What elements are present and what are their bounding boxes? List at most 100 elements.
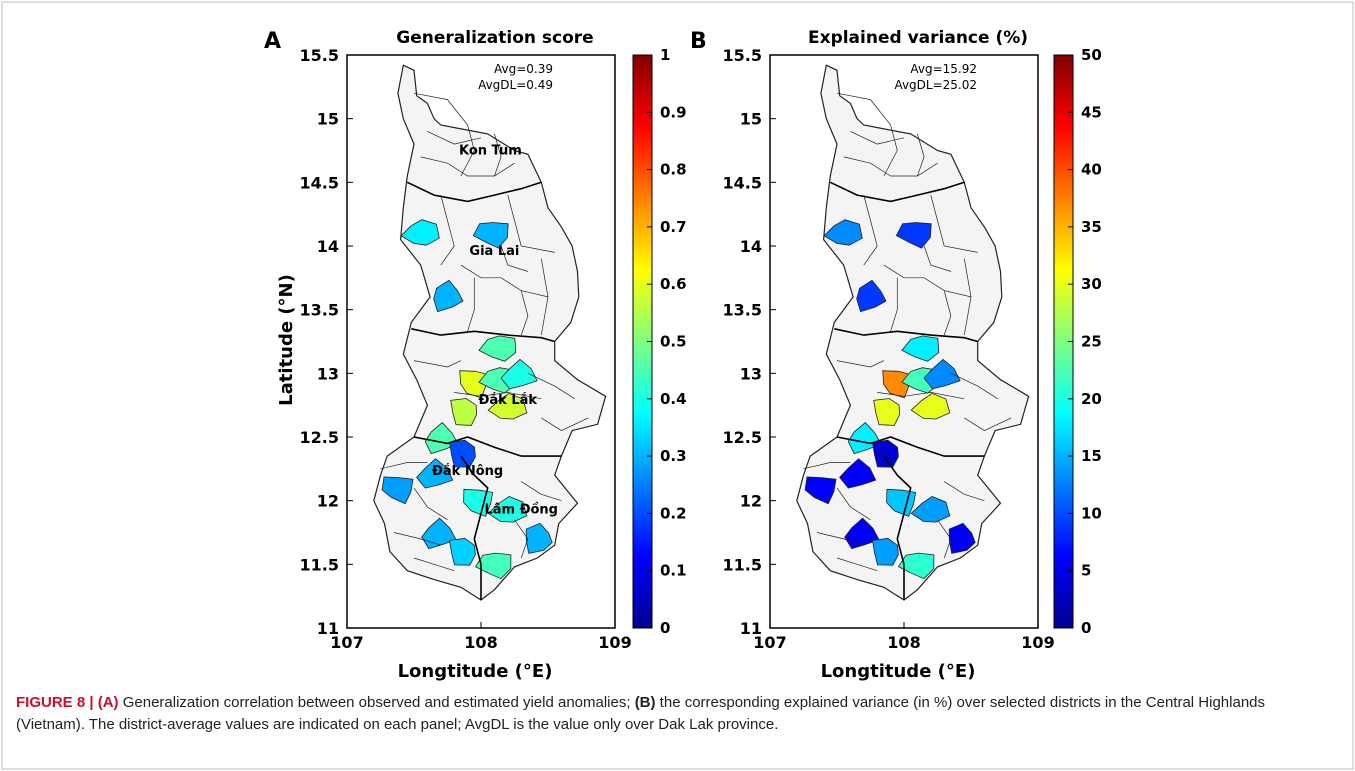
district-boundary — [540, 258, 549, 336]
district-region — [948, 522, 976, 554]
province-label: Đắk Lắk — [479, 393, 538, 408]
province-label: Đắk Nông — [432, 464, 503, 479]
province-boundary — [834, 328, 978, 343]
panel-a-avgdl: AvgDL=0.49 — [478, 78, 553, 92]
district-region — [823, 219, 863, 246]
figure-caption: FIGURE 8 | (A) Generalization correlatio… — [16, 692, 1336, 736]
y-tick-label: 13 — [740, 364, 762, 383]
district-region — [487, 496, 528, 523]
panel-b-map — [796, 64, 1030, 601]
colorbar-tick-label: 20 — [1081, 390, 1102, 408]
province-boundary — [836, 436, 985, 457]
district-region — [897, 552, 935, 580]
colorbar-tick-label: 25 — [1081, 333, 1102, 351]
district-boundary — [380, 462, 428, 470]
y-tick-label: 11 — [740, 619, 762, 638]
district-boundary — [454, 392, 542, 400]
district-region — [525, 522, 553, 554]
colorbar-tick-label: 30 — [1081, 275, 1102, 293]
colorbar-tick-label: 1 — [660, 46, 670, 64]
y-tick-label: 14.5 — [723, 173, 762, 192]
district-region — [901, 335, 940, 362]
province-boundary — [460, 455, 489, 600]
y-tick-label: 13 — [317, 364, 339, 383]
district-region — [474, 552, 512, 580]
y-tick-label: 12 — [317, 492, 339, 511]
district-boundary — [917, 133, 925, 177]
panel-b-xlabel: Longtitude (°E) — [821, 661, 976, 682]
district-boundary — [836, 92, 891, 126]
district-boundary — [413, 360, 462, 368]
y-tick-label: 13.5 — [723, 301, 762, 320]
colorbar-tick-label: 0.5 — [660, 333, 687, 351]
colorbar-tick-label: 15 — [1081, 447, 1102, 465]
district-region — [873, 398, 901, 426]
district-region — [856, 279, 887, 313]
colorbar-tick-label: 0.2 — [660, 504, 687, 522]
district-boundary — [460, 264, 549, 298]
district-boundary — [883, 264, 972, 298]
y-tick-label: 14.5 — [300, 173, 339, 192]
caption-text-a: Generalization correlation between obser… — [118, 694, 635, 711]
district-boundary — [877, 392, 965, 400]
colorbar-tick-label: 0.9 — [660, 103, 687, 121]
district-boundary — [467, 277, 475, 332]
x-tick-label: 109 — [1021, 633, 1054, 652]
district-region — [910, 496, 951, 523]
colorbar-tick-label: 35 — [1081, 218, 1102, 236]
caption-text-b: the corresponding explained variance (in… — [16, 694, 1266, 733]
district-region — [923, 358, 961, 390]
district-region — [895, 222, 932, 249]
district-boundary — [413, 487, 448, 521]
district-region — [872, 439, 899, 468]
panel-b-avgdl: AvgDL=25.02 — [894, 78, 977, 92]
colorbar-tick-label: 0.6 — [660, 275, 687, 293]
panel-a-ylabel: Latitude (°N) — [276, 274, 297, 406]
province-boundary — [829, 181, 965, 203]
colorbar-tick-label: 45 — [1081, 103, 1102, 121]
y-tick-label: 11.5 — [723, 555, 762, 574]
district-boundary — [520, 290, 529, 336]
district-boundary — [427, 131, 482, 145]
province-label: Gia Lai — [469, 244, 519, 259]
district-boundary — [863, 195, 878, 266]
district-boundary — [950, 372, 998, 400]
colorbar-tick-label: 50 — [1081, 46, 1102, 64]
panel-a-xlabel: Longtitude (°E) — [398, 661, 553, 682]
panel-a-title: Generalization score — [396, 28, 593, 48]
colorbar-tick-label: 0.7 — [660, 218, 687, 236]
district-boundary — [803, 462, 851, 470]
province-boundary — [406, 181, 542, 203]
district-boundary — [843, 156, 938, 177]
district-boundary — [930, 195, 978, 253]
district-boundary — [541, 417, 589, 431]
y-tick-label: 12 — [740, 492, 762, 511]
district-region — [449, 537, 476, 566]
y-tick-label: 11 — [317, 619, 339, 638]
panel-a-letter: A — [264, 29, 281, 54]
district-boundary — [836, 487, 871, 521]
district-boundary — [527, 372, 575, 400]
y-tick-label: 12.5 — [723, 428, 762, 447]
x-tick-label: 107 — [753, 633, 786, 652]
district-region — [433, 279, 464, 313]
colorbar-tick-label: 0.4 — [660, 390, 687, 408]
colorbar-tick-label: 0.3 — [660, 447, 687, 465]
district-boundary — [944, 481, 985, 502]
x-tick-label: 107 — [330, 633, 363, 652]
colorbar-tick-label: 5 — [1081, 562, 1091, 580]
colorbar-tick-label: 0 — [660, 619, 670, 637]
district-region — [416, 458, 454, 489]
district-region — [487, 392, 528, 420]
district-boundary — [507, 195, 555, 253]
district-region — [472, 222, 509, 249]
y-tick-label: 15.5 — [723, 46, 762, 65]
district-boundary — [923, 245, 952, 272]
